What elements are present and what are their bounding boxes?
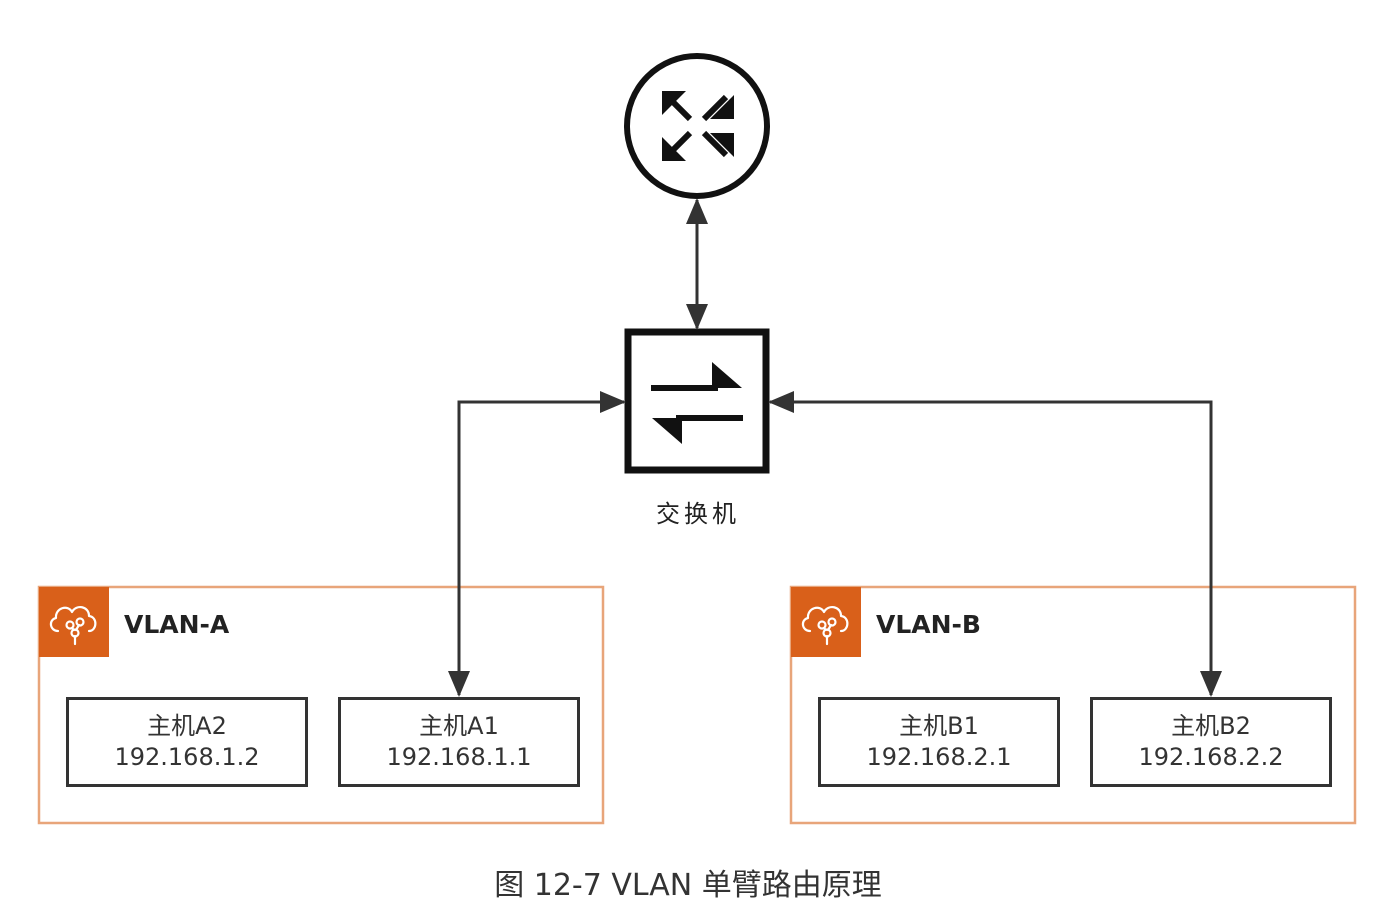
- router-arrows-icon: [624, 53, 770, 199]
- vpc-cloud-icon: [39, 587, 109, 657]
- vlan-a-title: VLAN-A: [124, 610, 230, 639]
- vlan-a-group: [37, 585, 605, 825]
- host-b1: 主机B1 192.168.2.1: [818, 697, 1060, 787]
- switch-label: 交换机: [656, 500, 740, 528]
- vpc-cloud-icon: [791, 587, 861, 657]
- host-name: 主机B2: [1171, 712, 1251, 740]
- switch-host-a1-link: [448, 391, 626, 697]
- host-name: 主机B1: [899, 712, 979, 740]
- host-name: 主机A2: [147, 712, 227, 740]
- figure-caption: 图 12-7 VLAN 单臂路由原理: [494, 868, 882, 903]
- switch-arrows-icon: [624, 328, 770, 474]
- host-name: 主机A1: [419, 712, 499, 740]
- host-a2: 主机A2 192.168.1.2: [66, 697, 308, 787]
- host-ip: 192.168.2.1: [866, 743, 1012, 771]
- host-ip: 192.168.2.2: [1138, 743, 1284, 771]
- host-a1: 主机A1 192.168.1.1: [338, 697, 580, 787]
- switch-host-b2-link: [768, 391, 1222, 697]
- vlan-b-title: VLAN-B: [876, 610, 981, 639]
- host-ip: 192.168.1.2: [114, 743, 260, 771]
- host-ip: 192.168.1.1: [386, 743, 532, 771]
- host-b2: 主机B2 192.168.2.2: [1090, 697, 1332, 787]
